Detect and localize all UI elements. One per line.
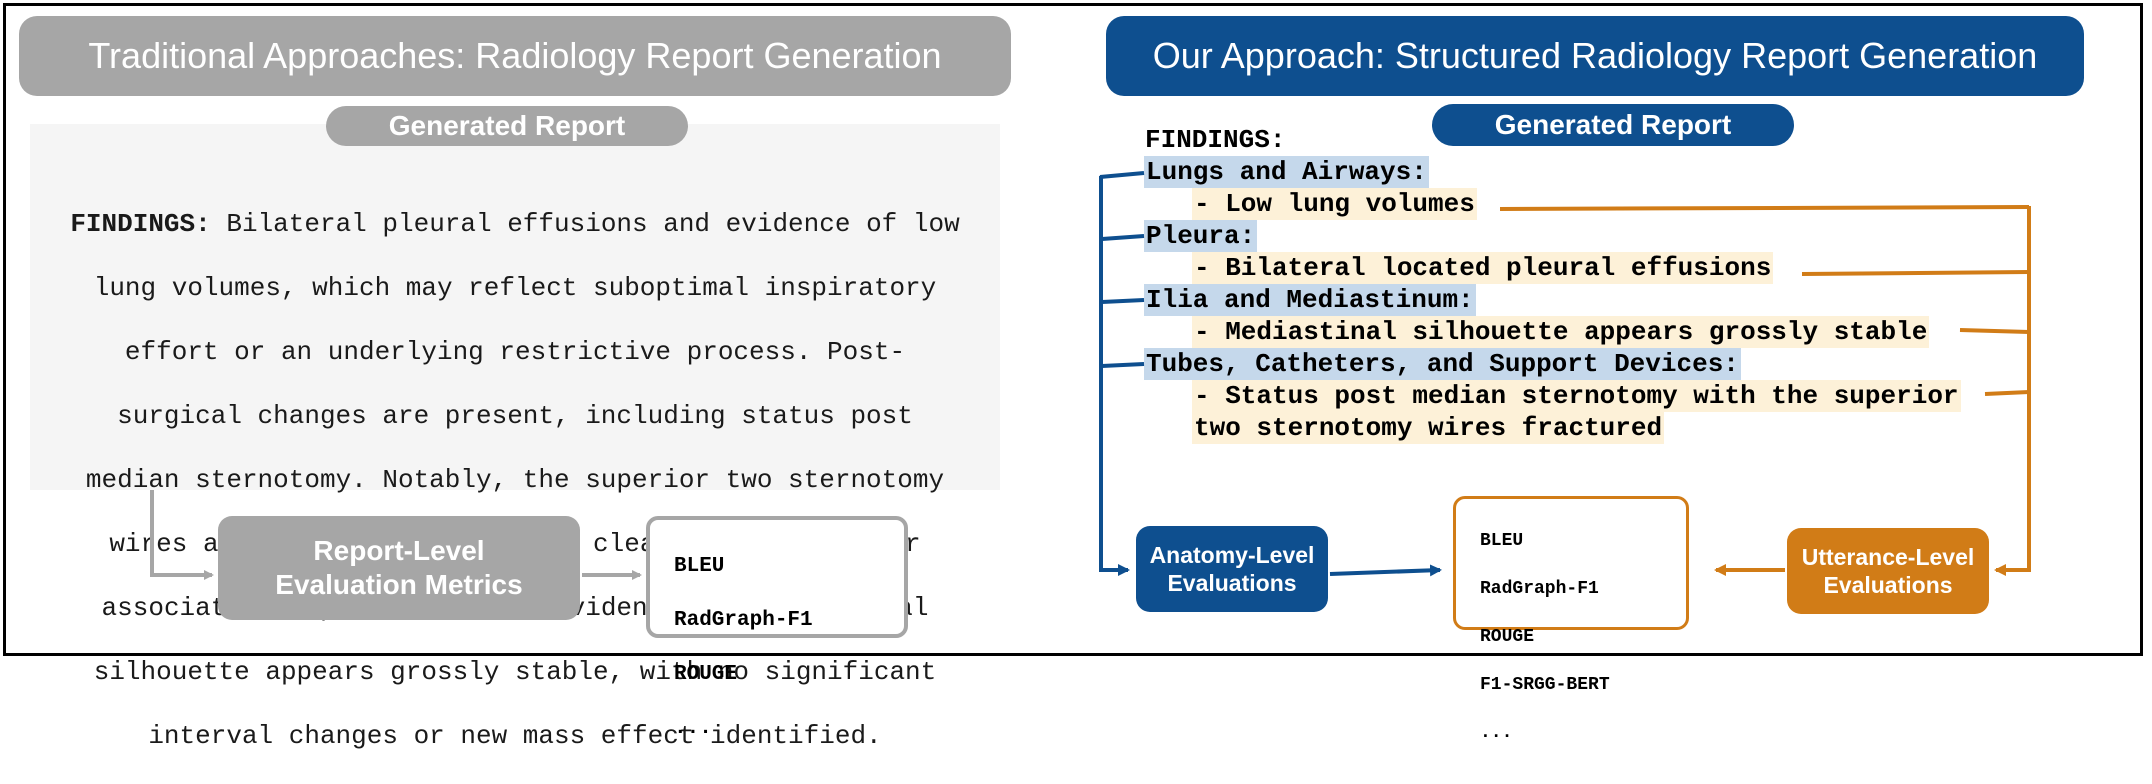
findings-line-1: FINDINGS: Bilateral pleural effusions an… bbox=[70, 209, 960, 239]
right-findings-label: FINDINGS: bbox=[1145, 125, 1286, 155]
anatomy-lungs-and-airways: Lungs and Airways: bbox=[1144, 156, 1429, 188]
metric-rouge: ROUGE bbox=[674, 663, 738, 686]
anatomy-pleura: Pleura: bbox=[1144, 220, 1258, 252]
utterance-sternotomy-line-1: - Status post median sternotomy with the… bbox=[1192, 380, 1961, 412]
anatomy-level-evaluations-box: Anatomy-Level Evaluations bbox=[1136, 526, 1328, 612]
findings-line-3: effort or an underlying restrictive proc… bbox=[124, 337, 906, 367]
findings-line-9: interval changes or new mass effect iden… bbox=[148, 721, 882, 751]
right-banner: Our Approach: Structured Radiology Repor… bbox=[1106, 16, 2084, 96]
anatomy-tubes-catheters-devices: Tubes, Catheters, and Support Devices: bbox=[1144, 348, 1741, 380]
utterance-pleural-effusions: - Bilateral located pleural effusions bbox=[1192, 252, 1774, 284]
left-banner: Traditional Approaches: Radiology Report… bbox=[19, 16, 1011, 96]
metric-radgraph: RadGraph-F1 bbox=[674, 609, 813, 632]
metric-f1-srgg-bert: F1-SRGG-BERT bbox=[1480, 675, 1610, 695]
findings-line-2: lung volumes, which may reflect suboptim… bbox=[93, 273, 937, 303]
anatomy-to-metrics-arrow bbox=[1329, 564, 1442, 577]
findings-line-4: surgical changes are present, including … bbox=[117, 401, 913, 431]
anatomy-ilia-and-mediastinum: Ilia and Mediastinum: bbox=[1144, 284, 1476, 316]
utterance-sternotomy-line-2: two sternotomy wires fractured bbox=[1192, 412, 1665, 444]
utterance-level-evaluations-box: Utterance-Level Evaluations bbox=[1787, 528, 1989, 614]
metric-ellipsis: ... bbox=[674, 717, 712, 740]
utterance-mediastinal-silhouette: - Mediastinal silhouette appears grossly… bbox=[1192, 316, 1930, 348]
utterance-bracket bbox=[1499, 205, 2031, 576]
left-generated-report-pill: Generated Report bbox=[326, 106, 688, 146]
report-to-metrics-arrow bbox=[150, 490, 214, 580]
connector-layer bbox=[150, 171, 2031, 580]
left-report-area bbox=[30, 124, 1000, 490]
metric-bleu: BLEU bbox=[674, 555, 725, 578]
metric-bleu: BLEU bbox=[1480, 531, 1524, 551]
utterance-low-lung-volumes: - Low lung volumes bbox=[1192, 188, 1477, 220]
findings-line-5: median sternotomy. Notably, the superior… bbox=[85, 465, 945, 495]
metric-radgraph: RadGraph-F1 bbox=[1480, 579, 1599, 599]
metric-ellipsis: ... bbox=[1480, 723, 1513, 743]
anatomy-bracket bbox=[1099, 171, 1145, 576]
right-generated-report-pill: Generated Report bbox=[1432, 104, 1794, 146]
metric-rouge: ROUGE bbox=[1480, 627, 1535, 647]
report-level-metrics-box: Report-Level Evaluation Metrics bbox=[218, 516, 580, 620]
